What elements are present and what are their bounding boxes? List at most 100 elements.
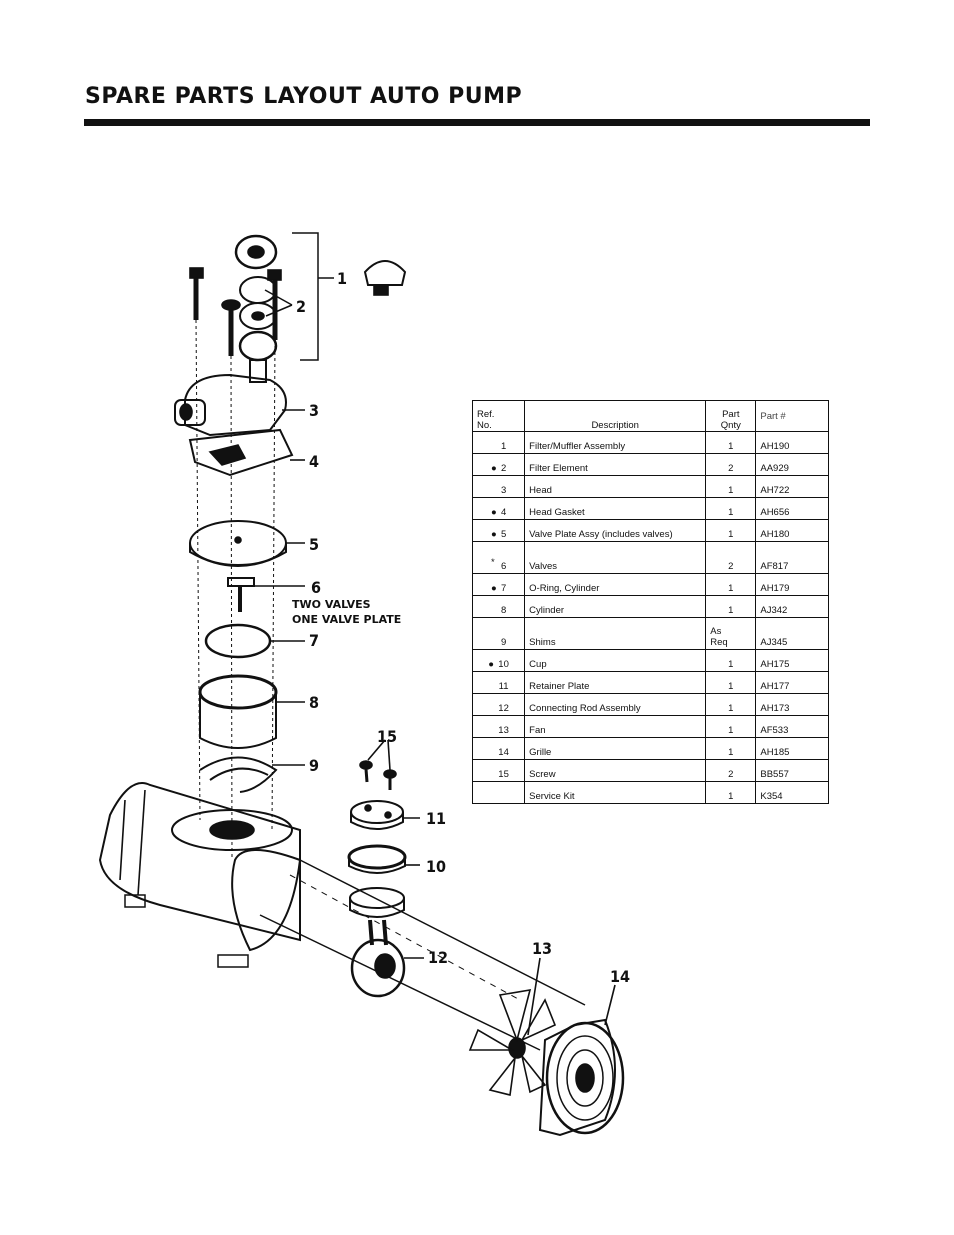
part-number-cell: AH173 [755, 693, 829, 716]
callout-4: 4 [309, 452, 319, 471]
ref-cell: ●2 [471, 453, 526, 476]
cylinder [198, 674, 305, 749]
row-mark: ● [490, 463, 497, 474]
ref-number: 2 [500, 463, 507, 474]
row-mark: ● [490, 507, 497, 518]
qty-cell: 1 [705, 475, 757, 498]
part-number-cell: AH190 [755, 431, 829, 454]
row-mark: ● [490, 583, 497, 594]
description-cell: Service Kit [524, 781, 707, 804]
ref-number: 15 [498, 769, 509, 780]
header-ref-line2: No. [477, 420, 492, 431]
ref-number: 6 [500, 561, 507, 572]
row-mark: * [490, 556, 495, 568]
ref-cell: 13 [471, 715, 526, 738]
head-bolt-center [221, 299, 241, 861]
qty-cell: 1 [705, 715, 757, 738]
table-row: 8 Cylinder 1 AJ342 [471, 595, 829, 618]
qty-cell: 1 [705, 519, 757, 542]
header-qty-line1: Part [722, 409, 740, 420]
part-number-cell: AF817 [755, 541, 829, 574]
header-part-number: Part # [755, 400, 829, 432]
table-row: ●10 Cup 1 AH175 [471, 649, 829, 672]
description-cell: Screw [524, 759, 707, 782]
table-row: ●7 O-Ring, Cylinder 1 AH179 [471, 573, 829, 596]
header-description: Description [524, 400, 707, 432]
description-cell: Retainer Plate [524, 671, 707, 694]
part-number-cell: AH656 [755, 497, 829, 520]
head-gasket [188, 428, 305, 477]
callout-7: 7 [309, 631, 319, 650]
ref-cell [471, 781, 526, 804]
description-cell: Filter/Muffler Assembly [524, 431, 707, 454]
callout-14: 14 [610, 967, 630, 986]
qty-line1: As [710, 626, 722, 637]
qty-line2: Req [710, 637, 728, 648]
ref-number: 7 [500, 583, 507, 594]
ref-number: 8 [500, 605, 507, 616]
part-number-cell: AH722 [755, 475, 829, 498]
valve-plate [189, 520, 305, 567]
description-cell: Shims [524, 617, 707, 650]
description-cell: Valve Plate Assy (includes valves) [524, 519, 707, 542]
table-row: 13 Fan 1 AF533 [471, 715, 829, 738]
ref-number: 10 [498, 659, 509, 670]
description-cell: Connecting Rod Assembly [524, 693, 707, 716]
filter-muffler-assembly-detail [363, 260, 407, 296]
description-cell: O-Ring, Cylinder [524, 573, 707, 596]
screws [359, 739, 397, 790]
part-number-cell: AF533 [755, 715, 829, 738]
callout-1: 1 [337, 269, 347, 288]
connecting-rod-assembly [349, 887, 424, 998]
description-cell: Cylinder [524, 595, 707, 618]
part-number-cell: BB557 [755, 759, 829, 782]
part-number-cell: K354 [755, 781, 829, 804]
description-cell: Fan [524, 715, 707, 738]
callout-12: 12 [428, 948, 448, 967]
header-ref-no: Ref. No. [471, 400, 526, 432]
ref-number: 4 [500, 507, 507, 518]
note-one-valve-plate: ONE VALVE PLATE [292, 613, 401, 626]
ref-number: 3 [500, 485, 507, 496]
table-row: 3 Head 1 AH722 [471, 475, 829, 498]
qty-cell: 1 [705, 737, 757, 760]
qty-cell: 2 [705, 759, 757, 782]
description-cell: Filter Element [524, 453, 707, 476]
ref-cell: ●5 [471, 519, 526, 542]
row-mark: ● [490, 529, 497, 540]
table-row: Service Kit 1 K354 [471, 781, 829, 804]
ref-cell: 12 [471, 693, 526, 716]
ref-cell: 3 [471, 475, 526, 498]
ref-number: 9 [500, 637, 507, 648]
qty-cell: 2 [705, 541, 757, 574]
cylinder-o-ring [204, 623, 272, 659]
ref-number: 12 [498, 703, 509, 714]
qty-cell: As Req [705, 617, 757, 650]
part-number-cell: AA929 [755, 453, 829, 476]
part-number-cell: AH177 [755, 671, 829, 694]
qty-cell: 1 [705, 671, 757, 694]
table-row: 14 Grille 1 AH185 [471, 737, 829, 760]
pump-head [174, 373, 305, 437]
part-number-cell: AH185 [755, 737, 829, 760]
ref-number: 5 [500, 529, 507, 540]
table-row: 12 Connecting Rod Assembly 1 AH173 [471, 693, 829, 716]
retainer-plate [350, 800, 420, 830]
callout-5: 5 [309, 535, 319, 554]
description-cell: Head [524, 475, 707, 498]
page-title: SPARE PARTS LAYOUT AUTO PUMP [85, 84, 523, 109]
description-cell: Grille [524, 737, 707, 760]
part-number-cell: AJ345 [755, 617, 829, 650]
grille [538, 984, 625, 1137]
ref-cell: 9 [471, 617, 526, 650]
qty-cell: 1 [705, 573, 757, 596]
callout-10: 10 [426, 857, 446, 876]
motor-body [98, 782, 302, 968]
ref-number: 11 [498, 681, 509, 692]
callout-11: 11 [426, 809, 446, 828]
ref-cell: ●7 [471, 573, 526, 596]
table-row: 9 Shims As Req AJ345 [471, 617, 829, 650]
head-bolt-right [267, 269, 282, 831]
callout-8: 8 [309, 693, 319, 712]
row-mark: ● [488, 659, 495, 670]
